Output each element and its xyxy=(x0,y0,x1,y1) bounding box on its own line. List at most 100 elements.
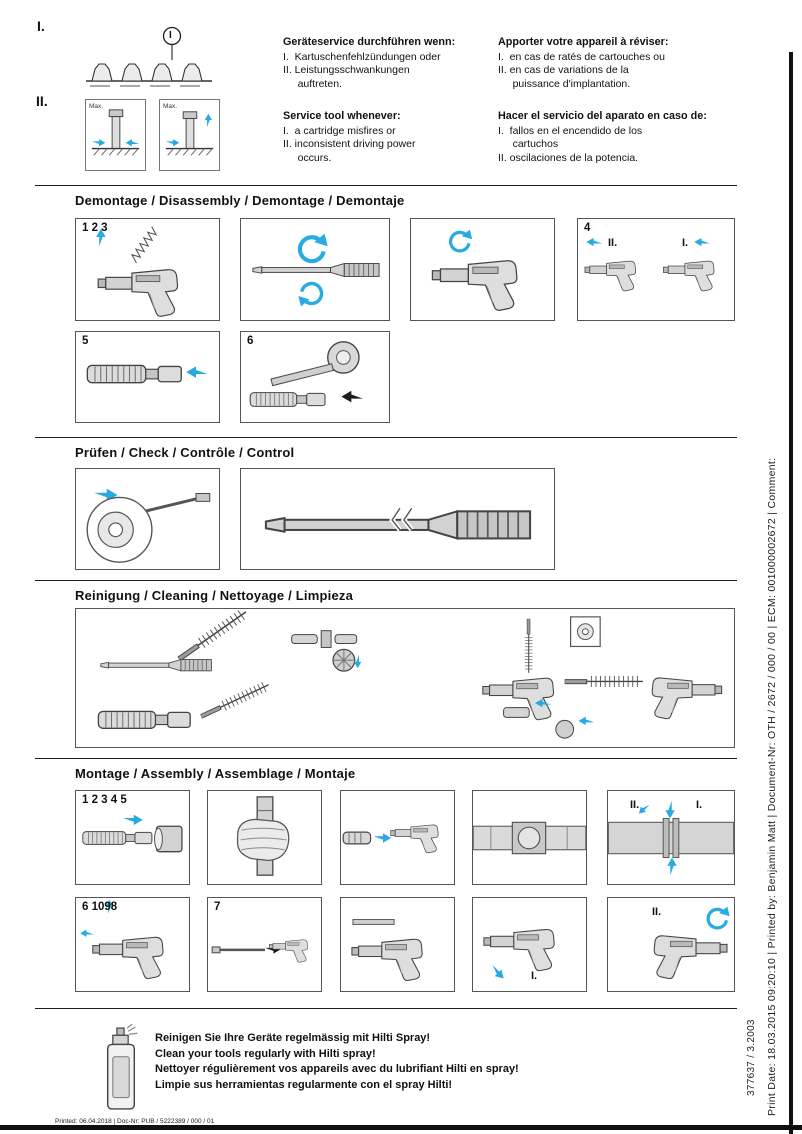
text-block-spanish: Hacer el servicio del aparato en caso de… xyxy=(498,110,733,165)
max-label: Max. xyxy=(163,103,178,110)
tool-illustration xyxy=(351,919,423,982)
section-title-cleaning: Reinigung / Cleaning / Nettoyage / Limpi… xyxy=(75,588,354,603)
tool-rotate-illustration xyxy=(431,228,518,312)
step-label: 1 2 3 4 5 xyxy=(82,794,127,806)
piston-illustration xyxy=(264,506,532,540)
assembly-step-box-rotate: II. xyxy=(607,897,735,992)
block-line: I. fallos en el encendido de los xyxy=(498,124,643,137)
buffer-sleeve-illustration xyxy=(86,364,208,384)
block-line: cartuchos xyxy=(498,138,559,150)
print-note: Printed: 06.04.2018 | Doc-Nr: PUB / 5222… xyxy=(55,1118,215,1125)
block-line: auftreten. xyxy=(283,77,342,90)
block-line: occurs. xyxy=(283,151,332,164)
disassembly-step-box-123: 1 2 3 xyxy=(75,218,220,321)
check-box-detail xyxy=(75,468,220,570)
page-edge-right xyxy=(789,52,793,1134)
check-box-piston xyxy=(240,468,555,570)
block-title: Geräteservice durchführen wenn: xyxy=(283,36,456,48)
spray-instructions: Reinigen Sie Ihre Geräte regelmässig mit… xyxy=(155,1031,519,1093)
block-line: I. Kartuschenfehlzündungen oder xyxy=(283,50,441,63)
cleaning-box xyxy=(75,608,735,748)
block-title: Service tool whenever: xyxy=(283,110,401,122)
spray-line-es: Limpie sus herramientas regularmente con… xyxy=(155,1078,453,1091)
block-line: II. inconsistent driving power xyxy=(283,138,416,150)
block-line: I. a cartridge misfires or xyxy=(283,124,396,137)
block-line: II. oscilaciones de la potencia. xyxy=(498,151,639,164)
step-label: 6 1098 xyxy=(82,901,118,913)
barrel-unscrew-illustration xyxy=(252,219,380,308)
usage-diagram-box-2: Max. xyxy=(159,99,220,171)
spray-line-en: Clean your tools regularly with Hilti sp… xyxy=(155,1047,376,1060)
step-label: 1 2 3 xyxy=(82,222,108,234)
disassembly-step-box-5: 5 xyxy=(75,331,220,423)
part-into-tool-illustration xyxy=(342,824,439,854)
disassembly-step-box-4: 4 II. I. xyxy=(577,218,735,321)
step-label: 4 xyxy=(584,222,591,234)
magnified-detail-illustration xyxy=(86,488,211,563)
spray-line-de: Reinigen Sie Ihre Geräte regelmässig mit… xyxy=(155,1032,431,1044)
coupling-closeup-illustration xyxy=(473,821,586,855)
divider xyxy=(35,437,737,438)
coupling-removal-illustration xyxy=(249,341,363,407)
text-block-french: Apporter votre appareil à réviser: I. en… xyxy=(498,36,733,91)
page-edge-bottom xyxy=(0,1125,802,1130)
disassembly-step-box-rotate xyxy=(410,218,555,321)
usage-diagram-box-1: Max. xyxy=(85,99,146,171)
block-line: II. Leistungsschwankungen xyxy=(283,64,410,76)
tool-rotate-illustration xyxy=(653,905,730,980)
max-label: Max. xyxy=(89,103,104,110)
block-line: puissance d'implantation. xyxy=(498,77,631,90)
spray-line-fr: Nettoyer régulièrement vos appareils ave… xyxy=(155,1063,519,1075)
cleaning-illustrations xyxy=(97,609,723,739)
assembly-step-box-hand xyxy=(207,790,322,885)
divider xyxy=(35,1008,737,1009)
roman-i-label: I. xyxy=(682,237,689,249)
circle-i-label: I xyxy=(169,30,172,41)
rod-into-tool-illustration xyxy=(211,939,308,963)
assembly-step-box-7: 7 xyxy=(207,897,322,992)
block-title: Apporter votre appareil à réviser: xyxy=(498,36,669,48)
sleeve-insert-illustration xyxy=(82,814,183,853)
assembly-step-box-align: II. I. xyxy=(607,790,735,885)
block-line: I. en cas de ratés de cartouches ou xyxy=(498,50,665,63)
tool-on-surface-illustration xyxy=(91,109,140,156)
ring-align-illustration xyxy=(608,800,734,876)
two-tools-illustration xyxy=(584,237,715,292)
roman-ii-label: II. xyxy=(608,237,618,249)
roman-i-label: I. xyxy=(531,970,538,982)
tool-on-surface-illustration xyxy=(165,111,214,156)
side-doc-number: 377637 / 3.2003 xyxy=(746,1019,757,1096)
text-block-german: Geräteservice durchführen wenn: I. Kartu… xyxy=(283,36,495,91)
roman-ii-label: II. xyxy=(652,906,662,918)
roman-i-label: I. xyxy=(696,799,703,811)
section-title-check: Prüfen / Check / Contrôle / Control xyxy=(75,445,295,460)
marker-i: I. xyxy=(37,18,45,34)
section-title-disassembly: Demontage / Disassembly / Demontage / De… xyxy=(75,193,405,208)
assembly-step-box-tool xyxy=(340,897,455,992)
assembly-step-box-61098: 6 1098 xyxy=(75,897,190,992)
assembly-step-box-insert xyxy=(340,790,455,885)
step-label: 6 xyxy=(247,335,254,347)
cartridge-strip-illustration xyxy=(86,26,212,87)
divider xyxy=(35,185,737,186)
spray-can-icon xyxy=(106,1024,139,1110)
side-print-metadata: Print Date: 18.03.2015 09:20:10 | Printe… xyxy=(766,457,778,1116)
step-label: 7 xyxy=(214,901,221,913)
disassembly-step-box-unscrew xyxy=(240,218,390,321)
step-label: 5 xyxy=(82,335,89,347)
hand-holding-barrel-illustration xyxy=(236,796,290,876)
disassembly-step-box-6: 6 xyxy=(240,331,390,423)
divider xyxy=(35,758,737,759)
assembly-step-box-coupling xyxy=(472,790,587,885)
tool-with-spring-illustration xyxy=(96,226,179,317)
text-block-english: Service tool whenever: I. a cartridge mi… xyxy=(283,110,495,165)
block-line: II. en cas de variations de la xyxy=(498,64,629,76)
block-title: Hacer el servicio del aparato en caso de… xyxy=(498,110,707,122)
section-title-assembly: Montage / Assembly / Assemblage / Montaj… xyxy=(75,766,356,781)
roman-ii-label: II. xyxy=(630,799,640,811)
assembly-step-box-press: I. xyxy=(472,897,587,992)
divider xyxy=(35,580,737,581)
marker-ii: II. xyxy=(36,93,48,109)
tool-press-illustration xyxy=(483,928,555,982)
